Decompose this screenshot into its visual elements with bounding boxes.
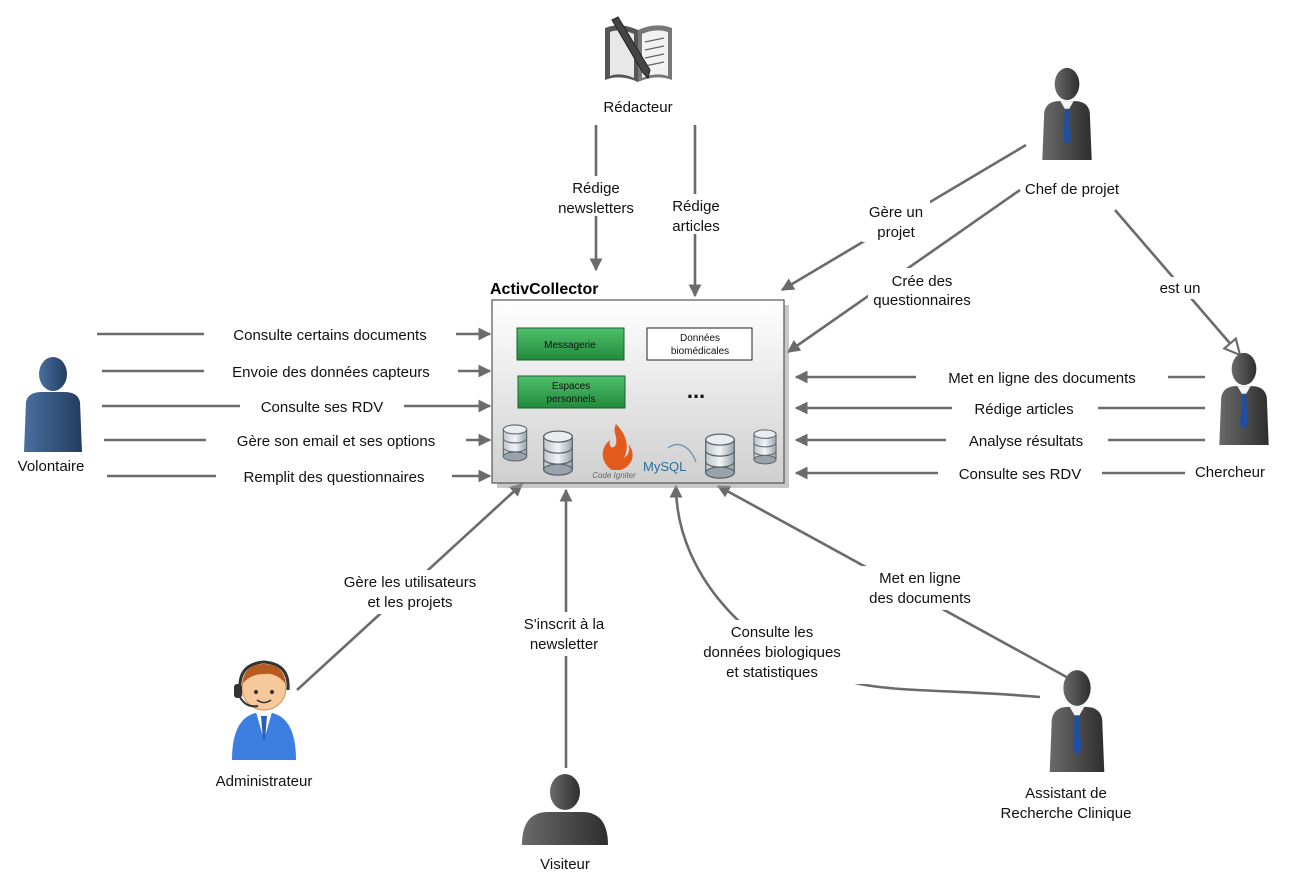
actor-administrateur-label: Administrateur xyxy=(216,773,313,790)
module-donnees-label-1: Données xyxy=(680,333,720,344)
module-espaces-label-1: Espaces xyxy=(552,381,590,392)
label-vol-2: Envoie des données capteurs xyxy=(232,364,430,381)
label-gere-projet-1: Gère un xyxy=(869,204,923,221)
actor-chef-label: Chef de projet xyxy=(1025,181,1120,198)
label-redige-newsletters-2: newsletters xyxy=(558,200,634,217)
actor-volontaire: Volontaire xyxy=(18,357,85,475)
label-vol-4: Gère son email et ses options xyxy=(237,433,435,450)
label-bio-1: Consulte les xyxy=(731,624,814,641)
support-agent-icon xyxy=(232,660,296,760)
label-visit-1: S'inscrit à la xyxy=(524,616,605,633)
system-title: ActivCollector xyxy=(490,281,598,298)
business-person-icon xyxy=(1042,67,1092,160)
label-gere-projet-2: projet xyxy=(877,224,915,241)
label-admin-1: Gère les utilisateurs xyxy=(344,574,477,591)
actor-redacteur: Rédacteur xyxy=(603,16,673,116)
label-ch-4: Consulte ses RDV xyxy=(959,466,1082,483)
label-est-un: est un xyxy=(1160,280,1201,297)
actor-chercheur-label: Chercheur xyxy=(1195,464,1265,481)
business-person-icon xyxy=(1219,352,1269,445)
module-donnees-label-2: biomédicales xyxy=(671,346,729,357)
module-ellipsis: ... xyxy=(687,378,705,403)
database-icon xyxy=(502,424,528,462)
label-vol-1: Consulte certains documents xyxy=(233,327,426,344)
actor-assistant-recherche-clinique: Assistant de Recherche Clinique xyxy=(1001,670,1132,822)
actor-arc-label-1: Assistant de xyxy=(1025,785,1107,802)
notebook-icon xyxy=(605,16,672,82)
module-espaces-label-2: personnels xyxy=(547,394,596,405)
mysql-logo-text: MySQL xyxy=(643,459,686,474)
label-redige-articles-1: Rédige xyxy=(672,198,720,215)
label-cree-questionnaires-1: Crée des xyxy=(892,273,953,290)
module-messagerie-label: Messagerie xyxy=(544,340,596,351)
actor-visiteur-label: Visiteur xyxy=(540,856,590,873)
label-visit-2: newsletter xyxy=(530,636,598,653)
actor-visiteur: Visiteur xyxy=(522,774,608,873)
actor-chef-de-projet: Chef de projet xyxy=(1025,67,1120,198)
label-vol-3: Consulte ses RDV xyxy=(261,399,384,416)
mysql-logo: MySQL xyxy=(643,443,697,474)
label-admin-2: et les projets xyxy=(367,594,452,611)
system-activcollector: ActivCollector Messagerie Données bioméd… xyxy=(490,281,789,488)
module-messagerie xyxy=(516,327,625,361)
label-bio-2: données biologiques xyxy=(703,644,841,661)
actor-redacteur-label: Rédacteur xyxy=(603,99,672,116)
label-cree-questionnaires-2: questionnaires xyxy=(873,292,971,309)
label-ch-2: Rédige articles xyxy=(974,401,1073,418)
label-arc-docs-1: Met en ligne xyxy=(879,570,961,587)
label-bio-3: et statistiques xyxy=(726,664,818,681)
label-arc-docs-2: des documents xyxy=(869,590,971,607)
actor-arc-label-2: Recherche Clinique xyxy=(1001,805,1132,822)
person-silhouette-icon xyxy=(522,774,608,845)
database-icon xyxy=(543,430,573,476)
actor-volontaire-label: Volontaire xyxy=(18,458,85,475)
label-redige-newsletters-1: Rédige xyxy=(572,180,620,197)
business-person-icon xyxy=(1049,670,1105,772)
actor-chercheur: Chercheur xyxy=(1195,352,1269,481)
relation-labels: Rédige newsletters Rédige articles Gère … xyxy=(204,176,1210,684)
label-ch-3: Analyse résultats xyxy=(969,433,1083,450)
database-icon xyxy=(705,433,735,479)
module-espaces-personnels xyxy=(517,375,626,409)
person-icon xyxy=(24,357,82,452)
database-icon xyxy=(753,429,777,465)
label-ch-1: Met en ligne des documents xyxy=(948,370,1136,387)
label-redige-articles-2: articles xyxy=(672,218,720,235)
actor-administrateur: Administrateur xyxy=(216,660,313,790)
module-donnees-biomedicales xyxy=(646,327,753,361)
codeigniter-logo: Code Igniter xyxy=(592,424,636,480)
codeigniter-logo-text: Code Igniter xyxy=(592,471,636,480)
label-vol-5: Remplit des questionnaires xyxy=(244,469,425,486)
